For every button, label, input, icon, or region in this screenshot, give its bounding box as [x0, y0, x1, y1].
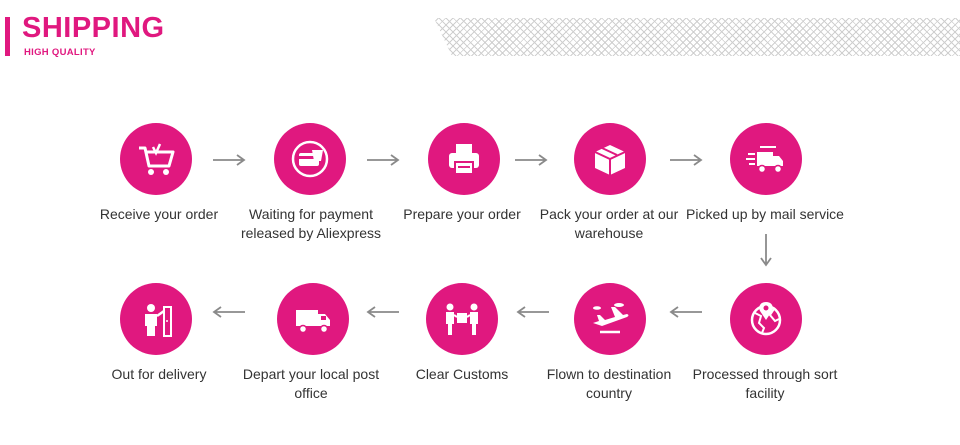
step-circle [426, 283, 498, 355]
step-circle [277, 283, 349, 355]
delivery-truck-icon [296, 310, 330, 334]
step-circle [120, 283, 192, 355]
step-circle [730, 123, 802, 195]
printer-icon [449, 144, 479, 175]
arrow-left-icon [516, 306, 549, 318]
step-label: Receive your order [99, 206, 219, 222]
step-circle [574, 123, 646, 195]
page-title: SHIPPING [22, 12, 165, 44]
customs-people-icon [446, 303, 478, 335]
step-label: Prepare your order [403, 206, 521, 222]
step-circle [574, 283, 646, 355]
step-label: Waiting for payment released by Aliexpre… [240, 206, 382, 241]
step-label: Depart your local post office [242, 366, 380, 401]
step-circle [730, 283, 802, 355]
header-crosshatch-pattern [434, 18, 960, 56]
page-subtitle: HIGH QUALITY [24, 47, 96, 58]
airplane-icon [593, 303, 629, 334]
courier-icon [145, 304, 172, 337]
step-label: Pack your order at our warehouse [539, 206, 679, 241]
header-accent-bar [5, 17, 10, 56]
arrow-right-icon [670, 154, 703, 166]
fast-truck-icon [746, 146, 783, 174]
arrow-left-icon [366, 306, 399, 318]
arrow-right-icon [213, 154, 246, 166]
step-label: Flown to destination country [546, 366, 672, 401]
arrow-right-icon [515, 154, 548, 166]
step-circle [120, 123, 192, 195]
step-label: Clear Customs [415, 366, 509, 382]
arrow-left-icon [669, 306, 702, 318]
arrow-left-icon [212, 306, 245, 318]
step-circle [274, 123, 346, 195]
header: SHIPPING HIGH QUALITY [0, 0, 960, 70]
globe-location-icon [750, 302, 782, 336]
arrow-down-icon [760, 234, 772, 267]
arrow-right-icon [367, 154, 400, 166]
payment-card-icon [291, 140, 329, 178]
step-label: Processed through sort facility [692, 366, 838, 401]
box-icon [594, 145, 626, 175]
cart-icon [139, 143, 175, 175]
step-label: Picked up by mail service [686, 206, 844, 222]
step-label: Out for delivery [111, 366, 207, 382]
step-circle [428, 123, 500, 195]
